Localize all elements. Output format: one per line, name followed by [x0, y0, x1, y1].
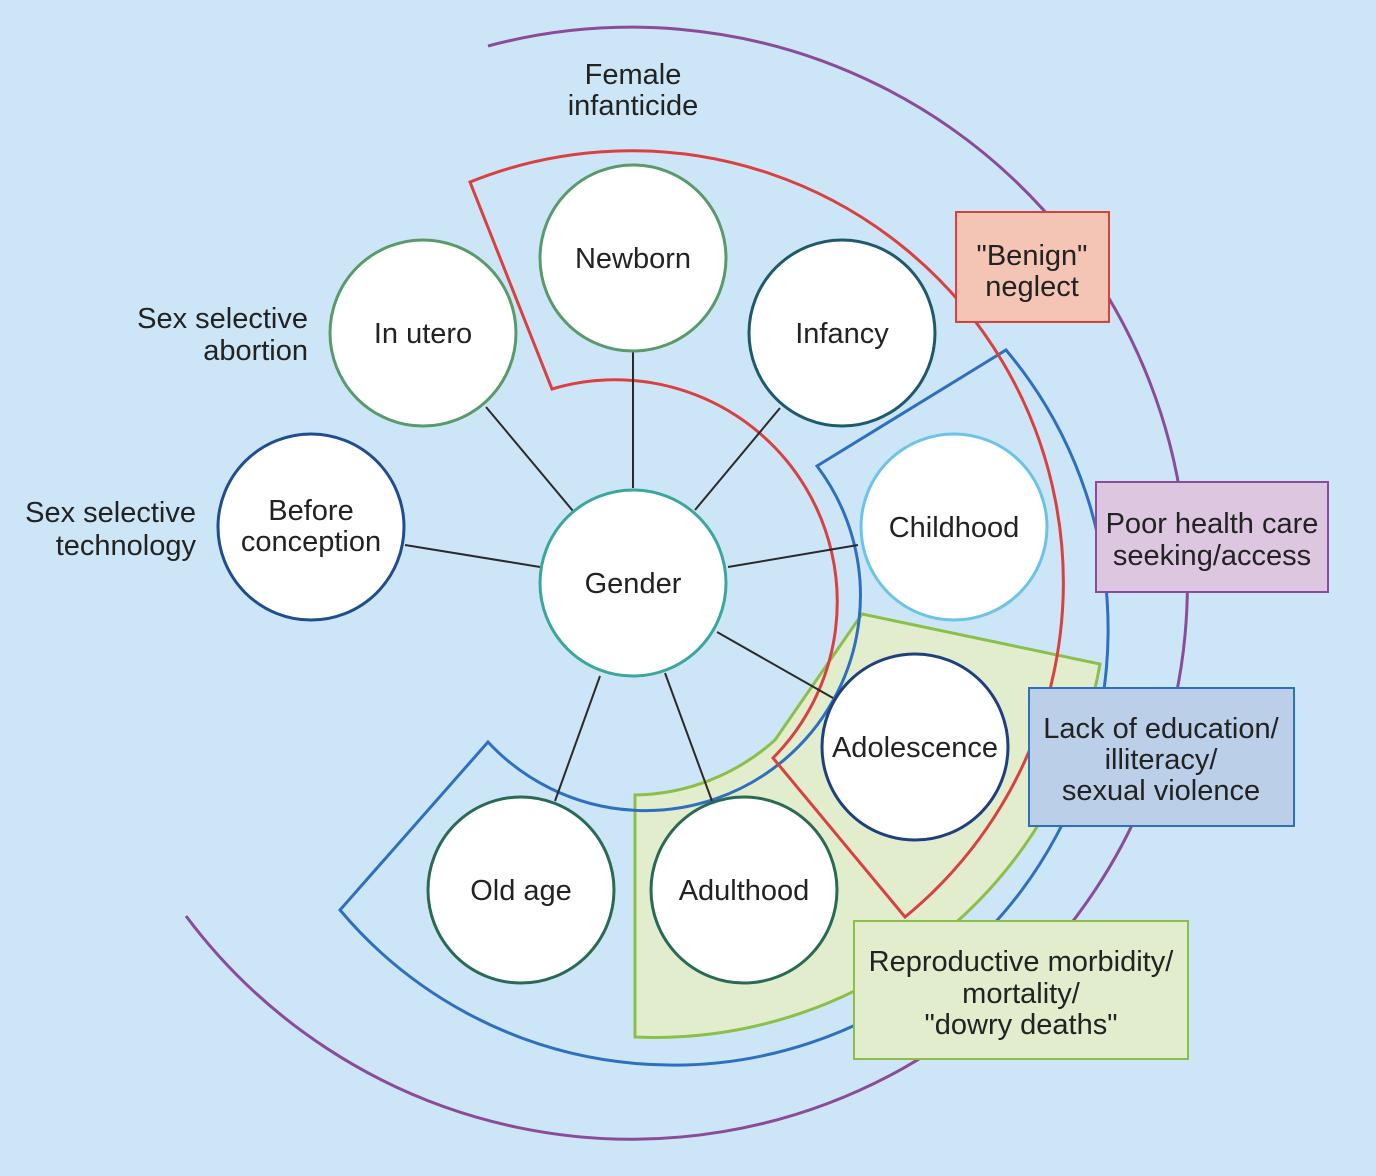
- box-rect: [955, 211, 1110, 323]
- center-node: Gender: [538, 488, 728, 678]
- spoke-infancy: [694, 407, 781, 511]
- node-circle: [216, 432, 406, 622]
- center-label: Gender: [585, 568, 682, 600]
- spoke-adulthood: [664, 672, 713, 802]
- box-benign-neglect: "Benign" neglect: [955, 211, 1110, 323]
- node-circle: [328, 238, 518, 428]
- box-rect: [853, 920, 1189, 1060]
- box-reproductive-morbidity: Reproductive morbidity/ mortality/ "dowr…: [853, 920, 1189, 1060]
- stage-newborn: Newborn: [538, 163, 728, 353]
- spoke-childhood: [727, 544, 859, 568]
- node-circle: [649, 795, 839, 985]
- box-label-line: "Benign": [977, 240, 1088, 272]
- node-label: Adulthood: [679, 875, 810, 907]
- node-label: In utero: [374, 318, 472, 350]
- label-sex-selective-technology: Sex selective technology: [25, 497, 196, 562]
- node-label-line: conception: [241, 526, 381, 558]
- box-label-line: illiteracy/: [1105, 744, 1219, 776]
- node-label-line: Before: [268, 495, 353, 527]
- node-label: Newborn: [575, 243, 691, 275]
- stage-childhood: Childhood: [859, 432, 1049, 622]
- label-female-infanticide: Female infanticide: [568, 59, 699, 122]
- node-circle: [859, 432, 1049, 622]
- outer-label-line: infanticide: [568, 90, 699, 122]
- node-label: Infancy: [795, 318, 889, 350]
- stage-adolescence: Adolescence: [820, 652, 1010, 842]
- label-sex-selective-abortion: Sex selective abortion: [137, 303, 308, 367]
- center-circle: [538, 488, 728, 678]
- outer-label-line: technology: [56, 530, 197, 562]
- node-circle: [426, 795, 616, 985]
- stage-infancy: Infancy: [747, 238, 937, 428]
- box-poor-health-care: Poor health care seeking/access: [1095, 481, 1329, 593]
- box-label-line: Poor health care: [1106, 508, 1319, 540]
- box-label-line: Lack of education/: [1043, 713, 1279, 745]
- node-circle: [538, 163, 728, 353]
- red-region: [468, 149, 1065, 920]
- outer-label-line: abortion: [203, 335, 308, 367]
- spoke-old-age: [554, 675, 601, 802]
- stage-old-age: Old age: [426, 795, 616, 985]
- stage-before-conception: Before conception: [216, 432, 406, 622]
- stage-in-utero: In utero: [328, 238, 518, 428]
- box-rect: [1095, 481, 1329, 593]
- node-circle: [820, 652, 1010, 842]
- box-label-line: sexual violence: [1062, 775, 1260, 807]
- box-label-line: seeking/access: [1113, 540, 1311, 572]
- box-label-line: "dowry deaths": [924, 1009, 1117, 1041]
- node-label: Adolescence: [832, 732, 998, 764]
- box-rect: [1028, 687, 1295, 827]
- node-label: Childhood: [889, 512, 1020, 544]
- spoke-in-utero: [485, 406, 574, 512]
- spoke-before-conception: [404, 544, 541, 568]
- outer-label-line: Sex selective: [137, 303, 308, 335]
- spoke-adolescence: [716, 631, 834, 699]
- node-label: Old age: [470, 875, 572, 907]
- outer-label-line: Female: [585, 59, 682, 91]
- box-label-line: Reproductive morbidity/: [869, 946, 1175, 978]
- node-circle: [747, 238, 937, 428]
- box-label-line: neglect: [985, 271, 1079, 303]
- box-label-line: mortality/: [962, 978, 1081, 1010]
- stage-adulthood: Adulthood: [649, 795, 839, 985]
- outer-label-line: Sex selective: [25, 497, 196, 529]
- spokes: [404, 352, 859, 802]
- box-lack-of-education: Lack of education/ illiteracy/ sexual vi…: [1028, 687, 1295, 827]
